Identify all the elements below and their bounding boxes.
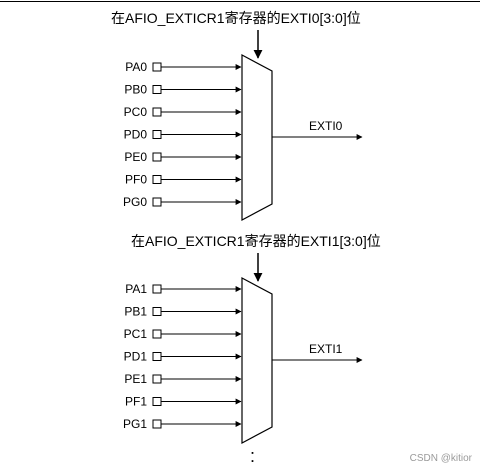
mux1-input-label: PA0: [125, 60, 147, 74]
mux2-input-label: PA1: [125, 282, 147, 296]
mux2-input-pin: [152, 374, 162, 384]
mux2-body: [241, 277, 273, 444]
mux2-output-label: EXTI1: [309, 342, 343, 356]
mux2-input-pin: [152, 307, 162, 316]
mux2-input-pin: [152, 284, 162, 294]
mux1-input-pin: [152, 62, 162, 72]
mux1-input-label: PE0: [124, 150, 147, 164]
mux1-input-label: PB0: [124, 83, 147, 97]
mux1-input-pin: [152, 107, 162, 117]
mux1-input-label: PG0: [123, 195, 147, 209]
mux2-input-pin: [152, 329, 162, 339]
mux2-title: 在AFIO_EXTICR1寄存器的EXTI1[3:0]位: [131, 233, 381, 249]
mux2-input-label: PC1: [124, 327, 148, 341]
mux1-input-pin: [152, 175, 162, 184]
mux1-title: 在AFIO_EXTICR1寄存器的EXTI0[3:0]位: [111, 10, 361, 26]
watermark: CSDN @kitior: [409, 453, 472, 464]
mux2-input-pin: [152, 419, 162, 429]
mux2-input-label: PD1: [124, 350, 148, 364]
mux1-output-label: EXTI0: [309, 119, 343, 133]
mux1-body: [241, 54, 273, 221]
mux1-input-label: PC0: [124, 105, 148, 119]
mux1-input-pin: [152, 152, 162, 162]
continuation-dots: :: [250, 446, 256, 466]
mux2-input-label: PG1: [123, 417, 147, 431]
mux1-input-pin: [152, 130, 162, 139]
top-border-line: [0, 1, 480, 2]
mux1-input-label: PD0: [124, 128, 148, 142]
mux1-input-pin: [152, 197, 162, 207]
mux2-input-label: PF1: [125, 395, 147, 409]
mux2-input-label: PB1: [124, 305, 147, 319]
mux2-input-pin: [152, 352, 162, 361]
mux1-input-label: PF0: [125, 173, 147, 187]
mux2-input-pin: [152, 397, 162, 406]
mux2-input-label: PE1: [124, 372, 147, 386]
mux1-input-pin: [152, 85, 162, 94]
